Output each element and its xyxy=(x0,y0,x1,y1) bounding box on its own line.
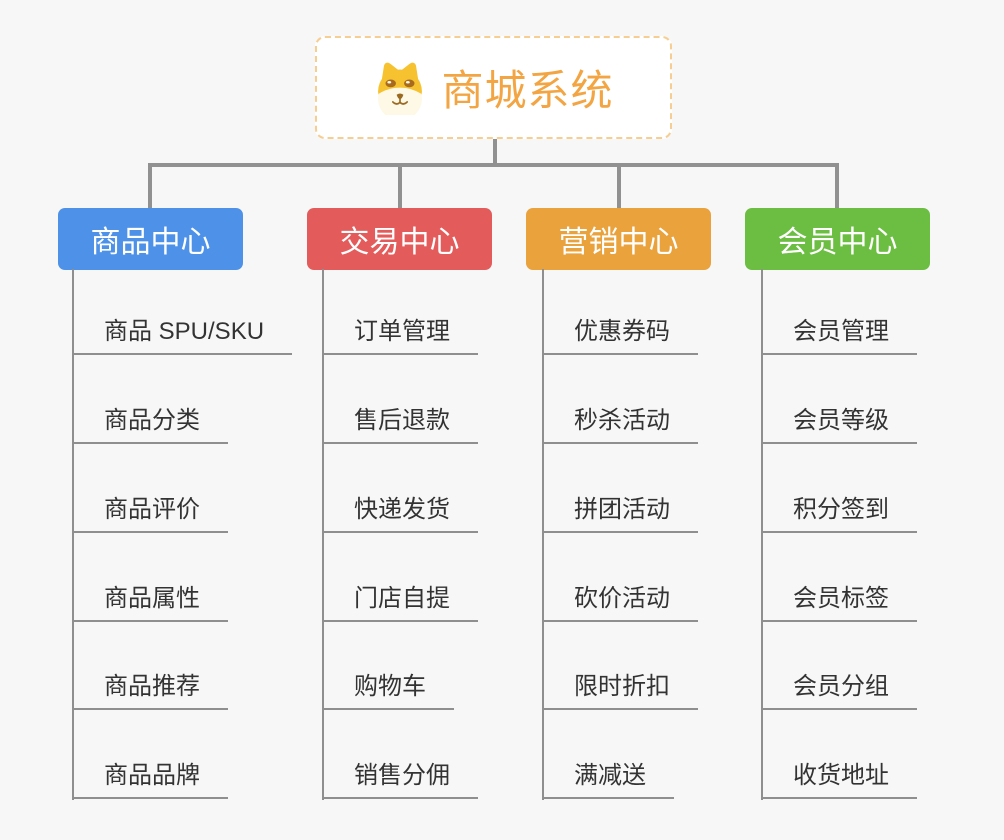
mindmap-item[interactable]: 会员等级 xyxy=(761,406,917,444)
connector-drop-marketing-center xyxy=(617,163,621,209)
connector-trunk-product-center xyxy=(72,269,74,800)
branch-column-product-center: 商品 SPU/SKU 商品分类 商品评价 商品属性 商品推荐 商品品牌 xyxy=(72,269,302,800)
connector-rail xyxy=(148,163,839,167)
mindmap-item[interactable]: 会员管理 xyxy=(761,317,917,355)
mindmap-item[interactable]: 购物车 xyxy=(322,672,454,710)
mindmap-item[interactable]: 限时折扣 xyxy=(542,672,698,710)
dog-face-icon xyxy=(373,61,427,115)
connector-root-drop xyxy=(493,139,497,167)
mindmap-item[interactable]: 商品评价 xyxy=(72,495,228,533)
mindmap-item[interactable]: 商品 SPU/SKU xyxy=(72,317,293,355)
branch-column-member-center: 会员管理 会员等级 积分签到 会员标签 会员分组 收货地址 xyxy=(761,269,991,800)
mindmap-item[interactable]: 门店自提 xyxy=(322,584,478,622)
mindmap-item[interactable]: 优惠券码 xyxy=(542,317,698,355)
mindmap-item[interactable]: 快递发货 xyxy=(322,495,478,533)
branch-node-marketing-center[interactable]: 营销中心 xyxy=(526,208,711,270)
mindmap-item[interactable]: 砍价活动 xyxy=(542,584,698,622)
connector-trunk-marketing-center xyxy=(542,269,544,800)
connector-drop-trade-center xyxy=(398,163,402,209)
connector-trunk-trade-center xyxy=(322,269,324,800)
mindmap-item[interactable]: 积分签到 xyxy=(761,495,917,533)
mindmap-item[interactable]: 销售分佣 xyxy=(322,761,478,799)
root-node[interactable]: 商城系统 xyxy=(315,36,672,139)
mindmap-item[interactable]: 会员标签 xyxy=(761,584,917,622)
mindmap-item[interactable]: 会员分组 xyxy=(761,672,917,710)
branch-column-trade-center: 订单管理 售后退款 快递发货 门店自提 购物车 销售分佣 xyxy=(322,269,552,800)
connector-trunk-member-center xyxy=(761,269,763,800)
mindmap-item[interactable]: 收货地址 xyxy=(761,761,917,799)
mindmap-item[interactable]: 秒杀活动 xyxy=(542,406,698,444)
mindmap-item[interactable]: 商品分类 xyxy=(72,406,228,444)
mindmap-item[interactable]: 商品品牌 xyxy=(72,761,228,799)
branch-node-member-center[interactable]: 会员中心 xyxy=(745,208,930,270)
mindmap-item[interactable]: 商品推荐 xyxy=(72,672,228,710)
root-title: 商城系统 xyxy=(441,67,614,114)
mindmap-item[interactable]: 订单管理 xyxy=(322,317,478,355)
branch-column-marketing-center: 优惠券码 秒杀活动 拼团活动 砍价活动 限时折扣 满减送 xyxy=(542,269,772,800)
mindmap-item[interactable]: 售后退款 xyxy=(322,406,478,444)
mindmap-item[interactable]: 拼团活动 xyxy=(542,495,698,533)
branch-node-product-center[interactable]: 商品中心 xyxy=(58,208,243,270)
connector-drop-product-center xyxy=(148,163,152,209)
connector-drop-member-center xyxy=(835,163,839,209)
branch-node-trade-center[interactable]: 交易中心 xyxy=(307,208,492,270)
mindmap-item[interactable]: 商品属性 xyxy=(72,584,228,622)
mindmap-item[interactable]: 满减送 xyxy=(542,761,674,799)
